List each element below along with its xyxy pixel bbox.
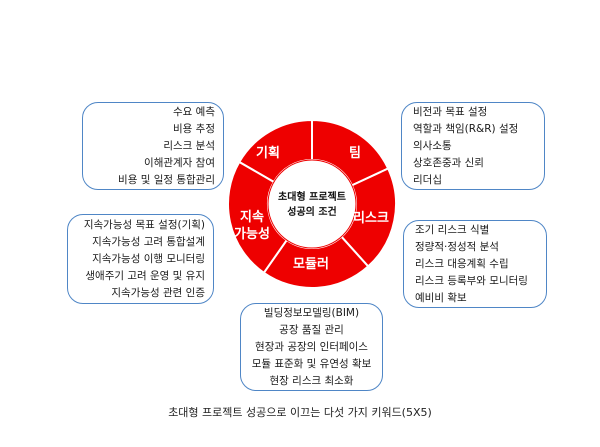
risk-item: 리스크 대응계획 수립 (415, 257, 509, 270)
risk-item: 정량적·정성적 분석 (415, 240, 499, 253)
planning-item: 비용 및 일정 통합관리 (118, 173, 215, 186)
risk-item: 조기 리스크 식별 (415, 223, 490, 236)
risk-item: 리스크 등록부와 모니터링 (415, 274, 528, 287)
planning-item: 이해관계자 참여 (144, 156, 215, 169)
modular-item: 모듈 표준화 및 유연성 확보 (251, 357, 372, 370)
segment-label-planning: 기획 (256, 145, 280, 161)
team-item: 역할과 책임(R&R) 설정 (413, 122, 519, 135)
segment-label-sustainability-2: 가능성 (234, 227, 270, 242)
risk-item: 예비비 확보 (415, 291, 467, 304)
team-box: 비전과 목표 설정 역할과 책임(R&R) 설정 의사소통 상호존중과 신뢰 리… (401, 102, 545, 190)
planning-item: 비용 추정 (173, 122, 215, 135)
modular-item: 공장 품질 관리 (279, 323, 344, 336)
segment-label-team: 팀 (349, 146, 361, 161)
modular-item: 빌딩정보모델링(BIM) (263, 306, 360, 319)
planning-item: 리스크 분석 (163, 139, 215, 152)
center-circle (267, 159, 357, 249)
risk-box: 조기 리스크 식별 정량적·정성적 분석 리스크 대응계획 수립 리스크 등록부… (403, 220, 547, 308)
caption: 초대형 프로젝트 성공으로 이끄는 다섯 가지 키워드(5X5) (168, 406, 432, 419)
team-item: 상호존중과 신뢰 (413, 156, 484, 169)
sustainability-item: 생애주기 고려 운영 및 유지 (85, 269, 205, 282)
sustainability-box: 지속가능성 목표 설정(기획) 지속가능성 고려 통합설계 지속가능성 이행 모… (67, 214, 214, 304)
center-title-line2: 성공의 조건 (287, 205, 336, 218)
segment-label-modular: 모듈러 (293, 256, 329, 272)
planning-box: 수요 예측 비용 추정 리스크 분석 이해관계자 참여 비용 및 일정 통합관리 (82, 102, 224, 190)
team-item: 리더십 (413, 173, 442, 186)
planning-item: 수요 예측 (173, 105, 215, 118)
sustainability-item: 지속가능성 고려 통합설계 (92, 235, 205, 248)
segment-label-sustainability-1: 지속 (240, 210, 264, 225)
modular-item: 현장 리스크 최소화 (269, 374, 354, 387)
sustainability-item: 지속가능성 목표 설정(기획) (83, 218, 205, 231)
sustainability-item: 지속가능성 관련 인증 (111, 286, 205, 299)
modular-box: 빌딩정보모델링(BIM) 공장 품질 관리 현장과 공장의 인터페이스 모듈 표… (240, 303, 383, 391)
team-item: 의사소통 (413, 139, 452, 152)
team-item: 비전과 목표 설정 (413, 105, 488, 118)
segment-label-risk: 리스크 (353, 210, 389, 226)
center-title-line1: 초대형 프로젝트 (278, 190, 346, 203)
sustainability-item: 지속가능성 이행 모니터링 (92, 252, 205, 265)
modular-item: 현장과 공장의 인터페이스 (255, 340, 368, 353)
